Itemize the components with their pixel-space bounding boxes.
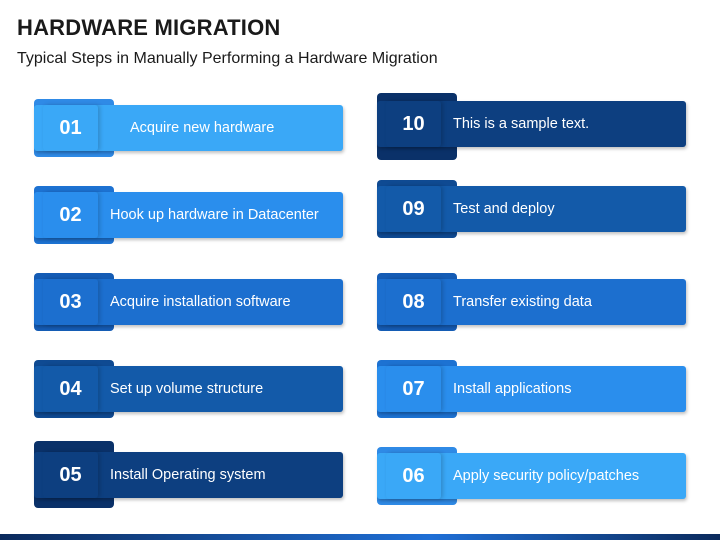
footer-bar (0, 534, 720, 540)
step-04: 04 Set up volume structure (34, 360, 343, 418)
step-number: 05 (43, 452, 98, 498)
step-label: This is a sample text. (453, 116, 590, 132)
page-subtitle: Typical Steps in Manually Performing a H… (17, 50, 438, 67)
step-label: Install Operating system (110, 467, 266, 483)
step-label: Install applications (453, 381, 572, 397)
step-label: Acquire new hardware (130, 120, 275, 136)
step-03: 03 Acquire installation software (34, 273, 343, 331)
step-label: Transfer existing data (453, 294, 592, 310)
step-number: 09 (386, 186, 441, 232)
step-08: 08 Transfer existing data (377, 273, 686, 331)
step-06: 06 Apply security policy/patches (377, 447, 686, 505)
step-label: Hook up hardware in Datacenter (110, 207, 319, 223)
step-09: 09 Test and deploy (377, 180, 686, 238)
step-number: 10 (386, 101, 441, 147)
step-label: Set up volume structure (110, 381, 264, 397)
step-number: 02 (43, 192, 98, 238)
step-10: 10 This is a sample text. (377, 93, 686, 160)
step-07: 07 Install applications (377, 360, 686, 418)
step-number: 06 (386, 453, 441, 499)
step-label: Apply security policy/patches (453, 468, 640, 484)
page-title: HARDWARE MIGRATION (17, 15, 281, 40)
step-number: 01 (43, 105, 98, 151)
step-number: 08 (386, 279, 441, 325)
step-01: 01 Acquire new hardware (34, 99, 343, 157)
step-label: Acquire installation software (110, 294, 291, 310)
step-number: 04 (43, 366, 98, 412)
step-number: 03 (43, 279, 98, 325)
step-label: Test and deploy (453, 201, 555, 217)
step-05: 05 Install Operating system (34, 441, 343, 508)
step-02: 02 Hook up hardware in Datacenter (34, 186, 343, 244)
step-number: 07 (386, 366, 441, 412)
